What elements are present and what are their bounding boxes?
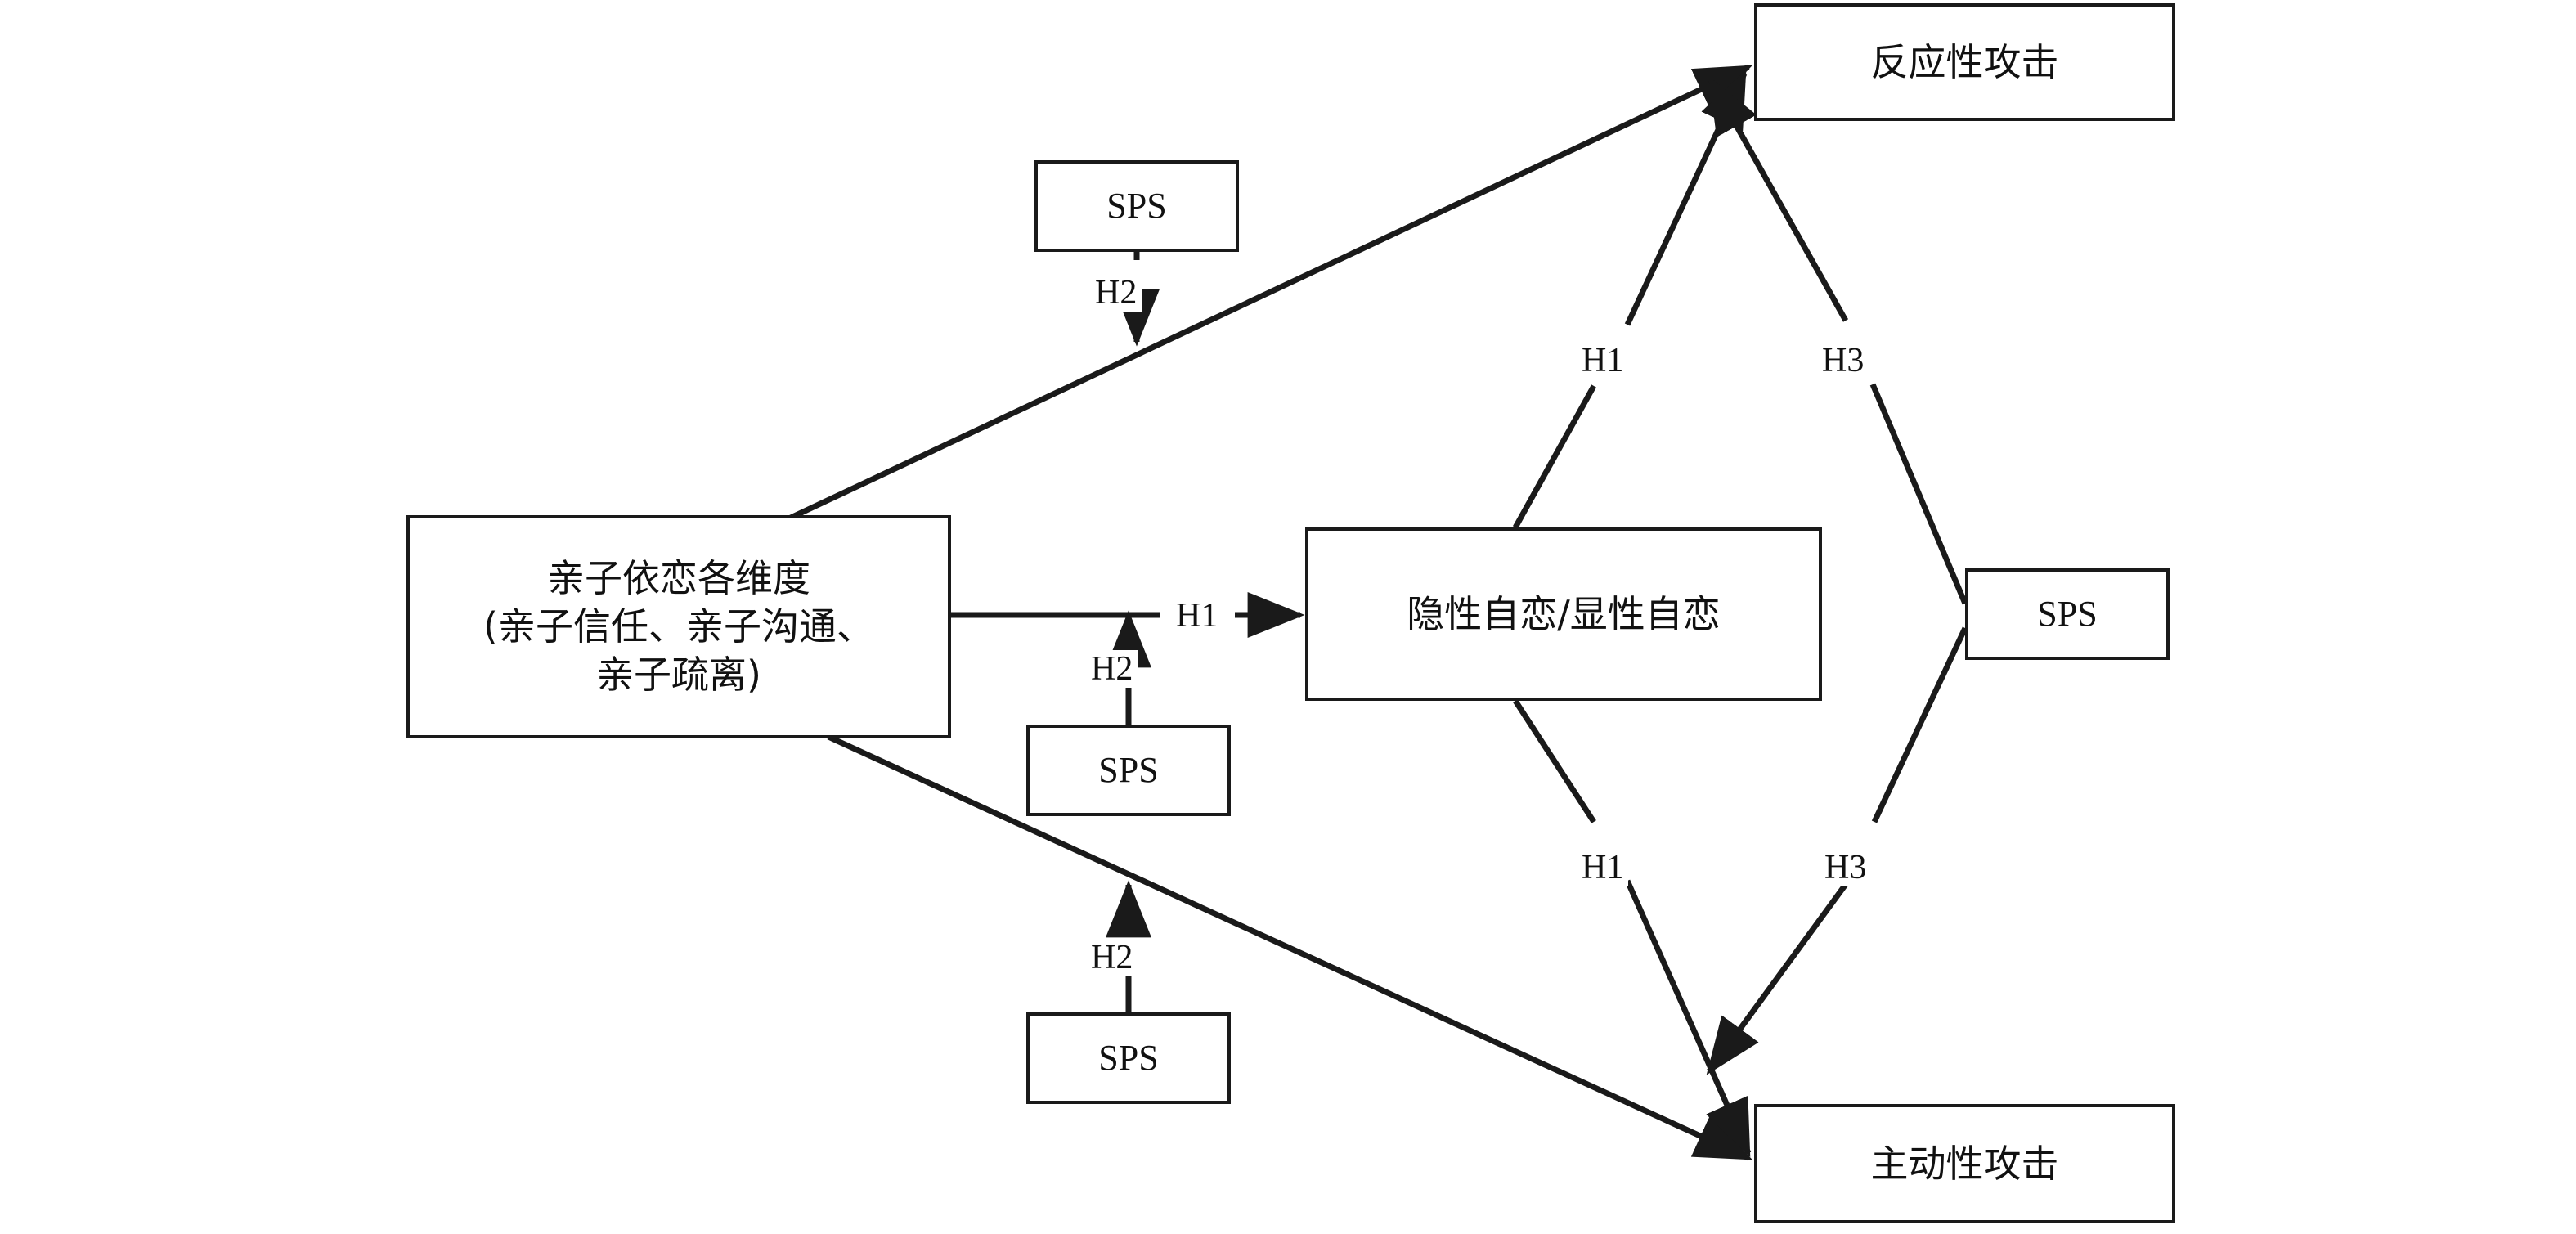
edge-narcissism-to-reactive-a [1512,384,1597,529]
node-sps-middle-label: SPS [1098,749,1159,790]
edge-narcissism-to-proactive-b [1624,879,1752,1158]
node-sps-top-label: SPS [1106,185,1167,226]
node-parent-child-attachment-label: 亲子依恋各维度 (亲子信任、亲子沟通、 亲子疏离) [483,556,874,697]
node-reactive-aggression-label: 反应性攻击 [1870,39,2059,84]
edge-attachment-to-proactive [827,734,1753,1161]
edge-attachment-to-reactive [775,64,1753,527]
edge-label-h3-lower: H3 [1820,849,1872,886]
edge-label-h2-top: H2 [1090,274,1142,312]
node-sps-bottom-label: SPS [1098,1037,1159,1078]
edge-label-h1-center: H1 [1171,597,1223,635]
node-proactive-aggression[interactable]: 主动性攻击 [1754,1104,2175,1223]
node-reactive-aggression[interactable]: 反应性攻击 [1754,3,2175,121]
edge-label-h2-bottom: H2 [1086,939,1138,976]
edge-label-h3-upper: H3 [1817,342,1869,379]
node-parent-child-attachment[interactable]: 亲子依恋各维度 (亲子信任、亲子沟通、 亲子疏离) [406,515,951,738]
node-proactive-aggression-label: 主动性攻击 [1870,1141,2059,1186]
edge-sps-right-to-reactive-b [1708,76,1849,322]
edge-label-h1-lower: H1 [1577,849,1629,886]
node-narcissism[interactable]: 隐性自恋/显性自恋 [1305,527,1822,701]
node-sps-middle[interactable]: SPS [1026,725,1231,816]
node-sps-right-label: SPS [2037,593,2098,634]
node-sps-right[interactable]: SPS [1965,568,2170,660]
edge-sps-right-to-reactive-a [1869,383,1968,605]
node-sps-bottom[interactable]: SPS [1026,1012,1231,1104]
edge-sps-right-to-proactive-a [1871,626,1968,823]
edge-label-h2-middle: H2 [1086,650,1138,688]
edge-narcissism-to-proactive-a [1513,699,1596,823]
node-sps-top[interactable]: SPS [1034,160,1239,252]
edge-sps-right-to-proactive-b [1706,881,1849,1075]
edge-label-h1-upper: H1 [1577,342,1629,379]
node-narcissism-label: 隐性自恋/显性自恋 [1407,591,1721,636]
